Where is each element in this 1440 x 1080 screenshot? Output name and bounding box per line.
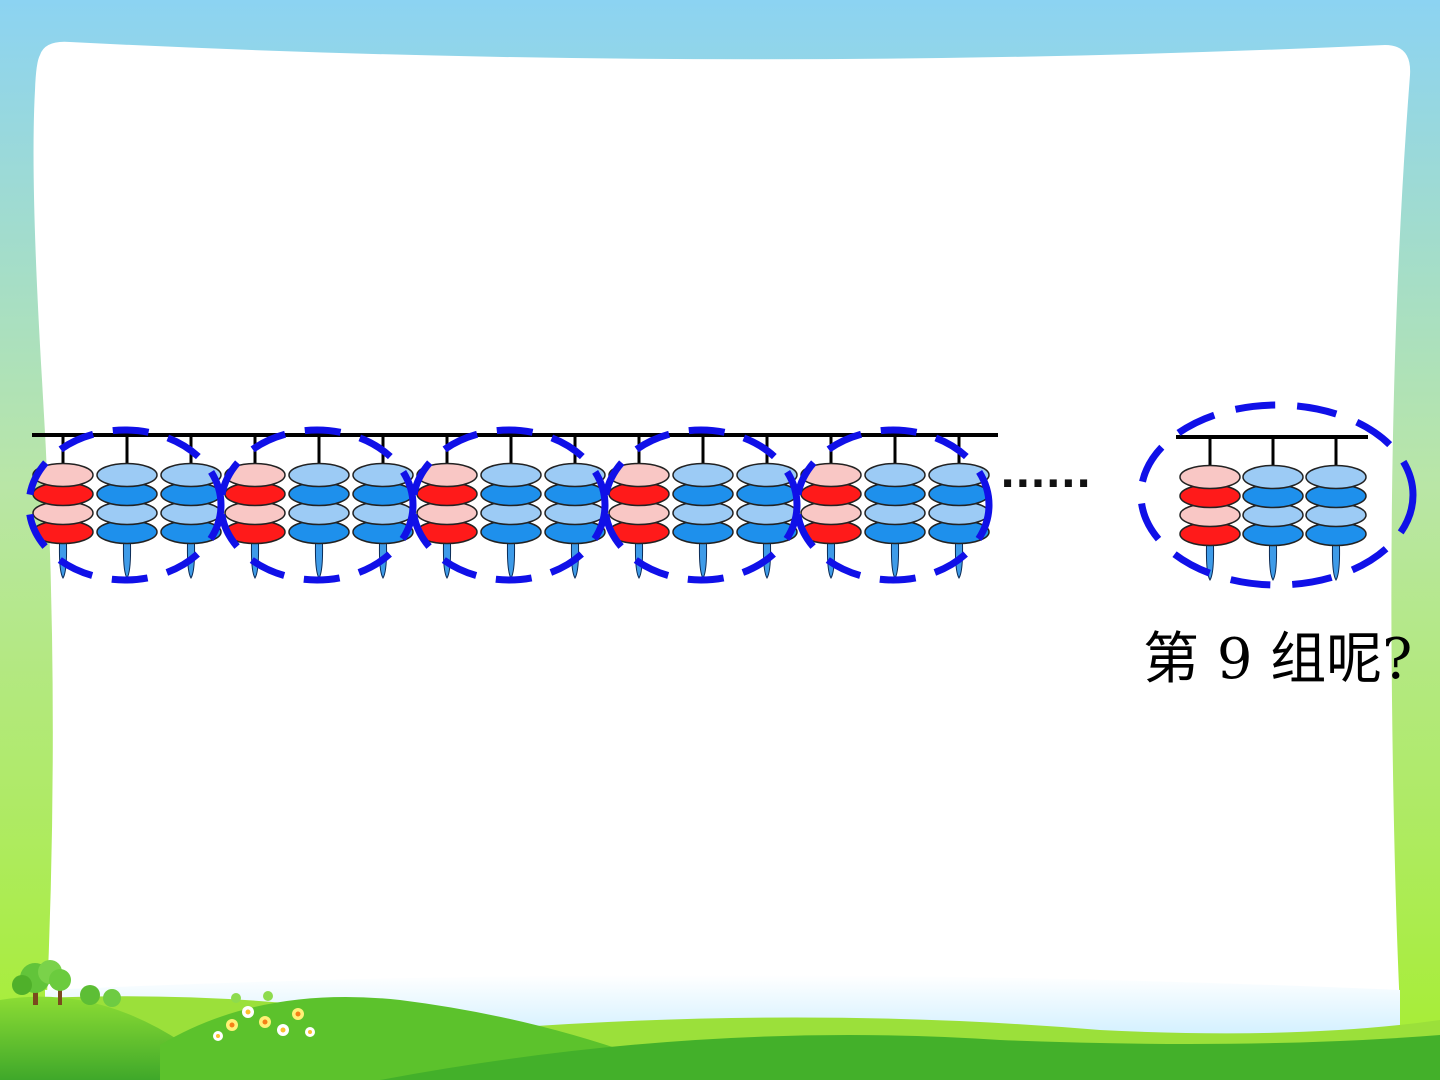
flowers-icon [213, 991, 315, 1041]
abacus-bead [928, 462, 990, 488]
abacus-bead [736, 462, 798, 488]
question-prefix: 第 [1143, 627, 1199, 692]
abacus-bead [1242, 464, 1304, 490]
abacus-bead [480, 462, 542, 488]
abacus-bead [352, 462, 414, 488]
question-number: 9 [1216, 627, 1253, 692]
group-circle [217, 426, 417, 584]
abacus-bead [672, 462, 734, 488]
abacus-bead [1305, 464, 1367, 490]
abacus-bead [544, 462, 606, 488]
abacus-bead [1179, 464, 1241, 490]
abacus-bead [864, 462, 926, 488]
group-circle [601, 426, 801, 584]
group-circle [409, 426, 609, 584]
question-text: 第 9 组呢? [1143, 632, 1412, 688]
group-circle [25, 426, 225, 584]
target-group-circle [1137, 401, 1417, 589]
tree-icon [12, 960, 121, 1007]
group-circle [793, 426, 993, 584]
abacus-pattern [25, 401, 1417, 589]
hill-front [380, 1035, 1440, 1080]
ellipsis-dots: ······ [1000, 461, 1091, 507]
abacus-bead [96, 462, 158, 488]
abacus-bead [288, 462, 350, 488]
question-suffix: 组呢? [1270, 627, 1413, 692]
abacus-bead [160, 462, 222, 488]
